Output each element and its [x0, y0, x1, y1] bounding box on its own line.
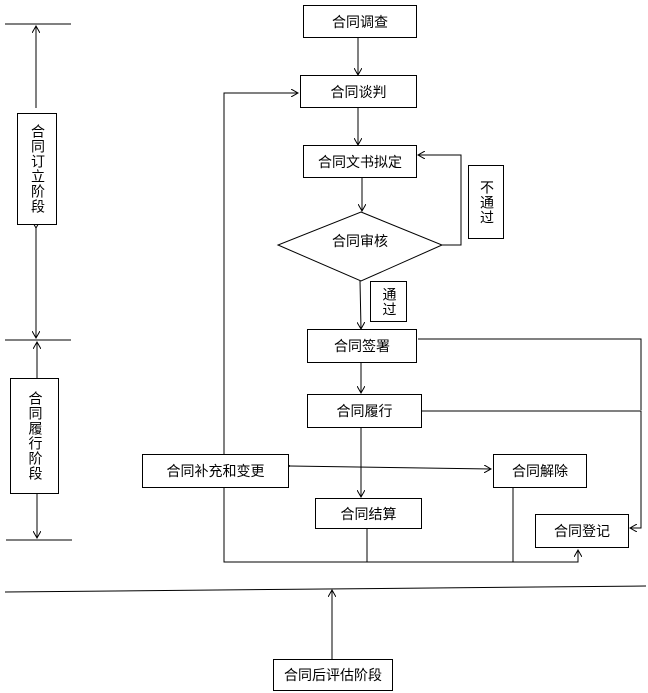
edge-review-fail-loop	[418, 155, 462, 246]
edge-performance-registration	[421, 410, 642, 528]
post-evaluation-divider	[4, 585, 647, 593]
node-contract-review[interactable]: 合同审核	[332, 234, 388, 250]
node-contract-drafting[interactable]: 合同文书拟定	[303, 145, 417, 178]
node-contract-performance[interactable]: 合同履行	[307, 394, 422, 428]
performance-stage-label: 合同履行阶段	[10, 378, 59, 494]
edge-supplement-negotiation	[223, 93, 298, 455]
node-contract-signing[interactable]: 合同签署	[307, 329, 417, 363]
edge-label-fail: 不通过	[468, 165, 504, 239]
node-contract-registration[interactable]: 合同登记	[535, 514, 629, 548]
node-contract-settlement[interactable]: 合同结算	[315, 498, 422, 529]
edge-label-pass: 通过	[370, 281, 407, 322]
edge-collector-registration	[223, 488, 578, 563]
edge-review-pass-signing	[360, 280, 361, 329]
signing-stage-label: 合同订立阶段	[17, 113, 57, 225]
edge-signing-registration	[418, 338, 642, 410]
edge-performance-supplement-termination	[290, 466, 491, 469]
node-contract-negotiation[interactable]: 合同谈判	[300, 75, 417, 108]
node-post-evaluation-stage[interactable]: 合同后评估阶段	[273, 659, 393, 691]
node-contract-supplement-change[interactable]: 合同补充和变更	[142, 454, 289, 488]
node-contract-investigation[interactable]: 合同调查	[303, 5, 417, 38]
review-diamond	[276, 211, 444, 282]
node-contract-termination[interactable]: 合同解除	[493, 454, 587, 488]
